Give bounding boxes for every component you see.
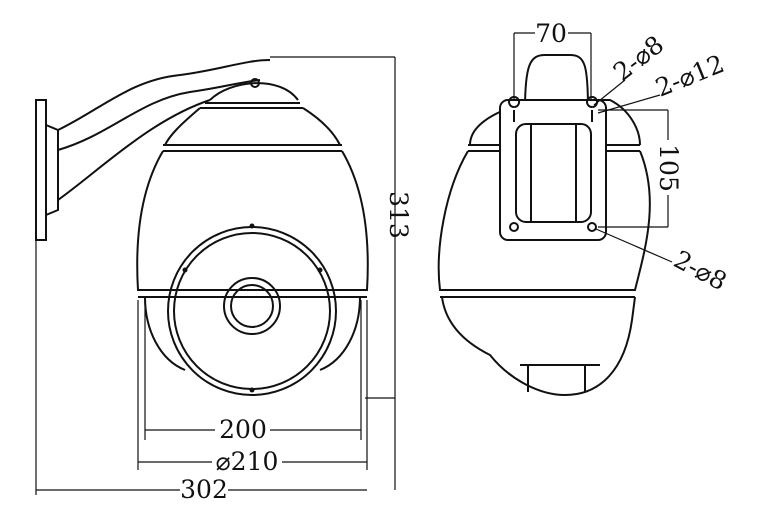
mounting-plate — [499, 99, 607, 241]
keyhole-right — [586, 96, 599, 122]
spacing-105-lines — [598, 109, 669, 228]
dim-height: 313 — [384, 191, 413, 239]
front-view: 313 200 ⌀210 302 — [35, 56, 413, 504]
leader-2-d8-top — [593, 79, 626, 106]
hole-bottom-left — [509, 222, 519, 232]
mounting-plate-cutout — [515, 123, 592, 223]
width-70-lines — [513, 32, 592, 100]
dim-spacing-105: 105 — [654, 144, 683, 192]
housing-top — [163, 107, 342, 146]
arm-middle — [57, 79, 261, 151]
callout-2-d8-bottom: 2-⌀8 — [669, 245, 731, 297]
diameter-210-lines — [137, 300, 368, 470]
collar — [200, 102, 303, 109]
window-screw — [317, 267, 323, 273]
dim-diameter-210: ⌀210 — [216, 447, 279, 476]
lens-inner — [230, 284, 274, 328]
leader-2-d8-bottom — [595, 228, 673, 263]
dim-width-200: 200 — [219, 415, 267, 444]
leader-2-d12 — [597, 94, 661, 114]
dim-width-70: 70 — [535, 19, 567, 48]
bracket-arm — [523, 54, 590, 111]
window-screw — [182, 267, 188, 273]
wall-mount-flange — [45, 124, 59, 216]
dome-inner — [520, 364, 600, 392]
front-window-inner — [173, 232, 331, 390]
dome — [441, 296, 636, 397]
window-screw — [249, 387, 255, 393]
housing-band — [163, 144, 342, 152]
plate-ribs — [530, 124, 577, 222]
neck-screw — [250, 78, 260, 88]
width-200-lines — [144, 300, 362, 440]
front-window-outer — [167, 226, 337, 396]
lens-outer — [223, 277, 281, 335]
hole-bottom-right — [587, 222, 597, 232]
arm-bottom — [57, 99, 211, 201]
height-dimension-lines — [270, 56, 396, 490]
side-view: 70 105 2-⌀8 2-⌀12 2-⌀8 — [437, 19, 732, 397]
side-lower-band — [440, 289, 635, 298]
dim-width-302: 302 — [180, 475, 228, 504]
width-302-lines — [35, 240, 367, 495]
housing-body — [136, 150, 369, 291]
wall-plate — [35, 99, 47, 241]
neck — [209, 82, 299, 101]
arm-top — [57, 59, 271, 131]
window-screw — [249, 223, 255, 229]
